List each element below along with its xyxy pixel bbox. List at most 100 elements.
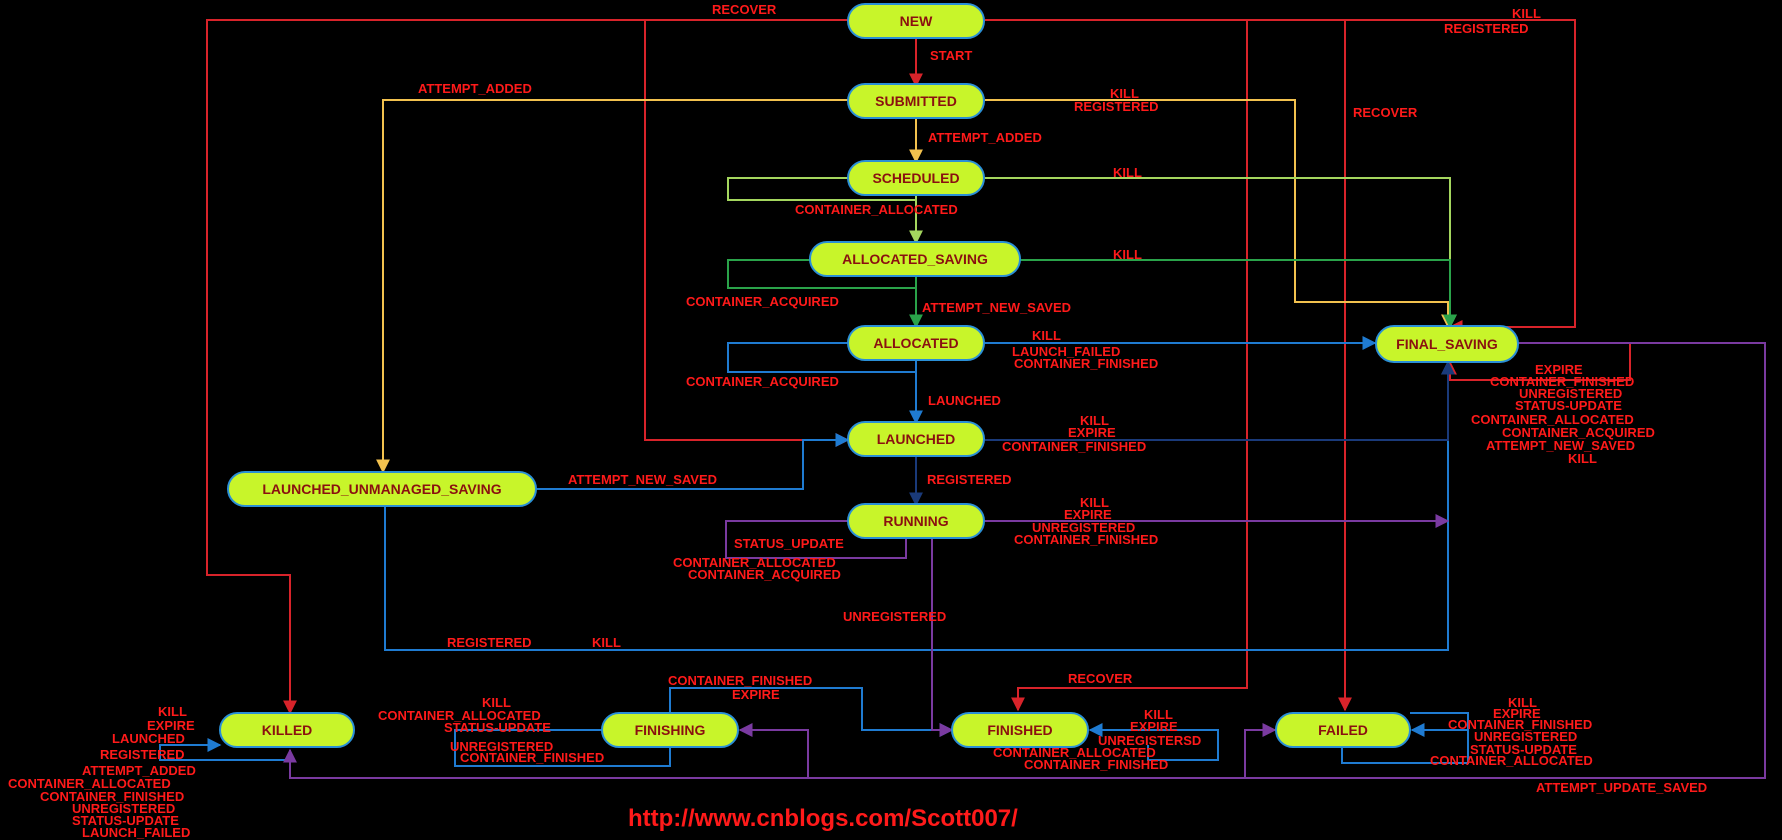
svg-text:KILLED: KILLED [262,722,313,738]
node-finishing[interactable]: FINISHING [601,712,739,748]
node-allocated-saving[interactable]: ALLOCATED_SAVING [809,241,1021,277]
edge-labels: RECOVER KILL REGISTERED START ATTEMPT_AD… [8,2,1707,840]
node-scheduled[interactable]: SCHEDULED [847,160,985,196]
edge-running-finished [931,537,954,737]
label-failed-unregistered: UNREGISTERED [1474,729,1577,744]
label-registered-mid: REGISTERED [927,472,1012,487]
label-running-expire: EXPIRE [1064,507,1112,522]
label-killed-container-allocated: CONTAINER_ALLOCATED [8,776,171,791]
node-final-saving[interactable]: FINAL_SAVING [1375,325,1519,363]
label-launched-evt: LAUNCHED [928,393,1001,408]
svg-text:RUNNING: RUNNING [883,513,948,529]
label-expire-top: EXPIRE [732,687,780,702]
label-failed-kill: KILL [1508,695,1537,710]
label-finishing-kill: KILL [482,695,511,710]
label-killed-attempt-added: ATTEMPT_ADDED [82,763,196,778]
label-finishing-container-allocated: CONTAINER_ALLOCATED [378,708,541,723]
node-submitted[interactable]: SUBMITTED [847,83,985,119]
label-launched-expire: EXPIRE [1068,425,1116,440]
label-allocated-launch-failed: LAUNCH_FAILED [1012,344,1120,359]
node-launched[interactable]: LAUNCHED [847,421,985,457]
label-failed-container-allocated: CONTAINER_ALLOCATED [1430,753,1593,768]
label-attempt-new-saved-left: ATTEMPT_NEW_SAVED [568,472,717,487]
label-unregistered-mid: UNREGISTERED [843,609,946,624]
label-final-container-acquired: CONTAINER_ACQUIRED [1502,425,1655,440]
node-finished[interactable]: FINISHED [951,712,1089,748]
label-attempt-update-saved: ATTEMPT_UPDATE_SAVED [1536,780,1707,795]
edge-to-finishing [738,723,809,778]
edge-final-attempt-update [283,342,1766,779]
label-allocated-container-finished: CONTAINER_FINISHED [1014,356,1158,371]
svg-text:FINAL_SAVING: FINAL_SAVING [1396,336,1498,352]
edge-recover-launched [644,19,850,447]
label-finished-unregistersd: UNREGISTERSD [1098,733,1201,748]
label-running-status-update: STATUS_UPDATE [734,536,844,551]
label-running-unregistered: UNREGISTERED [1032,520,1135,535]
node-new[interactable]: NEW [847,3,985,39]
edge-allocated-self [727,342,916,373]
label-recover-right: RECOVER [1353,105,1418,120]
label-finishing-status-update: STATUS-UPDATE [444,720,551,735]
label-finishing-container-finished: CONTAINER_FINISHED [460,750,604,765]
label-registered-top: REGISTERED [1444,21,1529,36]
svg-text:LAUNCHED: LAUNCHED [877,431,956,447]
edge-launched-final [985,360,1455,441]
label-recover-bottom: RECOVER [1068,671,1133,686]
edge-allocsaving-final [1020,259,1457,329]
svg-text:SCHEDULED: SCHEDULED [872,170,959,186]
label-killed-launch-failed: LAUNCH_FAILED [82,825,190,840]
svg-text:LAUNCHED_UNMANAGED_SAVING: LAUNCHED_UNMANAGED_SAVING [262,481,501,497]
label-killed-kill: KILL [158,704,187,719]
label-launched-container-finished: CONTAINER_FINISHED [1002,439,1146,454]
label-kill-allocsaving: KILL [1113,247,1142,262]
label-final-status-update: STATUS-UPDATE [1515,398,1622,413]
nodes: NEW SUBMITTED SCHEDULED ALLOCATED_SAVING… [219,3,1519,748]
edge-failed-self [1341,712,1469,764]
label-failed-expire: EXPIRE [1493,706,1541,721]
label-finished-container-allocated: CONTAINER_ALLOCATED [993,745,1156,760]
edge-killed-self [159,738,290,761]
label-recover-top: RECOVER [712,2,777,17]
node-killed[interactable]: KILLED [219,712,355,748]
node-launched-unmanaged-saving[interactable]: LAUNCHED_UNMANAGED_SAVING [227,471,537,507]
label-allocated-kill: KILL [1032,328,1061,343]
edge-scheduled-self [727,177,916,201]
edge-allocsaving-self [727,259,916,289]
label-killed-container-finished: CONTAINER_FINISHED [40,789,184,804]
label-final-unregistered: UNREGISTERED [1519,386,1622,401]
label-final-kill: KILL [1568,451,1597,466]
edge-to-failed [1244,723,1277,778]
edge-finishing-self [454,729,671,767]
label-final-expire: EXPIRE [1535,362,1583,377]
label-finishing-unregistered: UNREGISTERED [450,739,553,754]
node-running[interactable]: RUNNING [847,503,985,539]
label-killed-status-update: STATUS-UPDATE [72,813,179,828]
label-running-container-acquired: CONTAINER_ACQUIRED [688,567,841,582]
label-kill-submitted: KILL [1110,86,1139,101]
svg-text:FAILED: FAILED [1318,722,1368,738]
svg-text:ALLOCATED_SAVING: ALLOCATED_SAVING [842,251,988,267]
label-final-container-finished: CONTAINER_FINISHED [1490,374,1634,389]
label-container-allocated-mid: CONTAINER_ALLOCATED [795,202,958,217]
label-killed-registered: REGISTERED [100,747,185,762]
edge-recover-top [206,19,848,715]
edge-submitted-final [985,99,1455,329]
label-registered-submitted: REGISTERED [1074,99,1159,114]
source-url[interactable]: http://www.cnblogs.com/Scott007/ [628,805,1018,832]
node-failed[interactable]: FAILED [1275,712,1411,748]
label-failed-status-update: STATUS-UPDATE [1470,742,1577,757]
label-attempt-added-left: ATTEMPT_ADDED [418,81,532,96]
label-kill-top: KILL [1512,6,1541,21]
label-finished-container-finished: CONTAINER_FINISHED [1024,757,1168,772]
svg-text:ALLOCATED: ALLOCATED [873,335,958,351]
label-container-acquired-2: CONTAINER_ACQUIRED [686,374,839,389]
label-container-acquired-1: CONTAINER_ACQUIRED [686,294,839,309]
edge-finished-self [1090,730,1219,761]
edge-unmanaged-final [384,360,1455,651]
label-running-container-allocated: CONTAINER_ALLOCATED [673,555,836,570]
label-launched-kill: KILL [1080,413,1109,428]
edge-submitted-unmanaged [376,99,848,474]
label-killed-expire: EXPIRE [147,718,195,733]
node-allocated[interactable]: ALLOCATED [847,325,985,361]
